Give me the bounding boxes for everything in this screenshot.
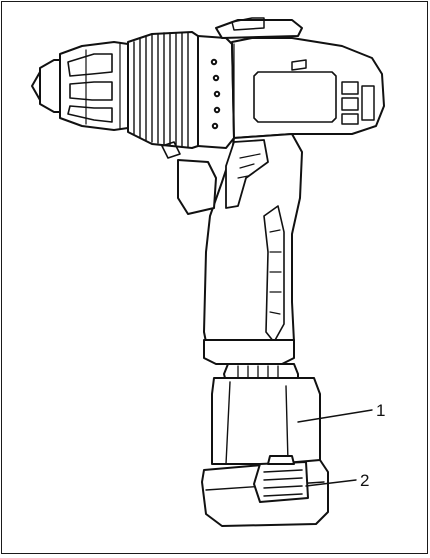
leader-line-2 xyxy=(305,479,357,487)
callout-label-release-button: 2 xyxy=(360,471,369,490)
clutch-collar xyxy=(127,31,199,149)
trigger xyxy=(161,139,269,215)
battery-release-button xyxy=(253,455,309,503)
chuck xyxy=(31,41,129,131)
callout-label-battery-pack: 1 xyxy=(376,401,385,420)
motor-housing xyxy=(231,37,385,139)
leader-line-1 xyxy=(297,409,373,423)
callout-leaders xyxy=(297,409,373,487)
gear-housing xyxy=(197,17,303,149)
